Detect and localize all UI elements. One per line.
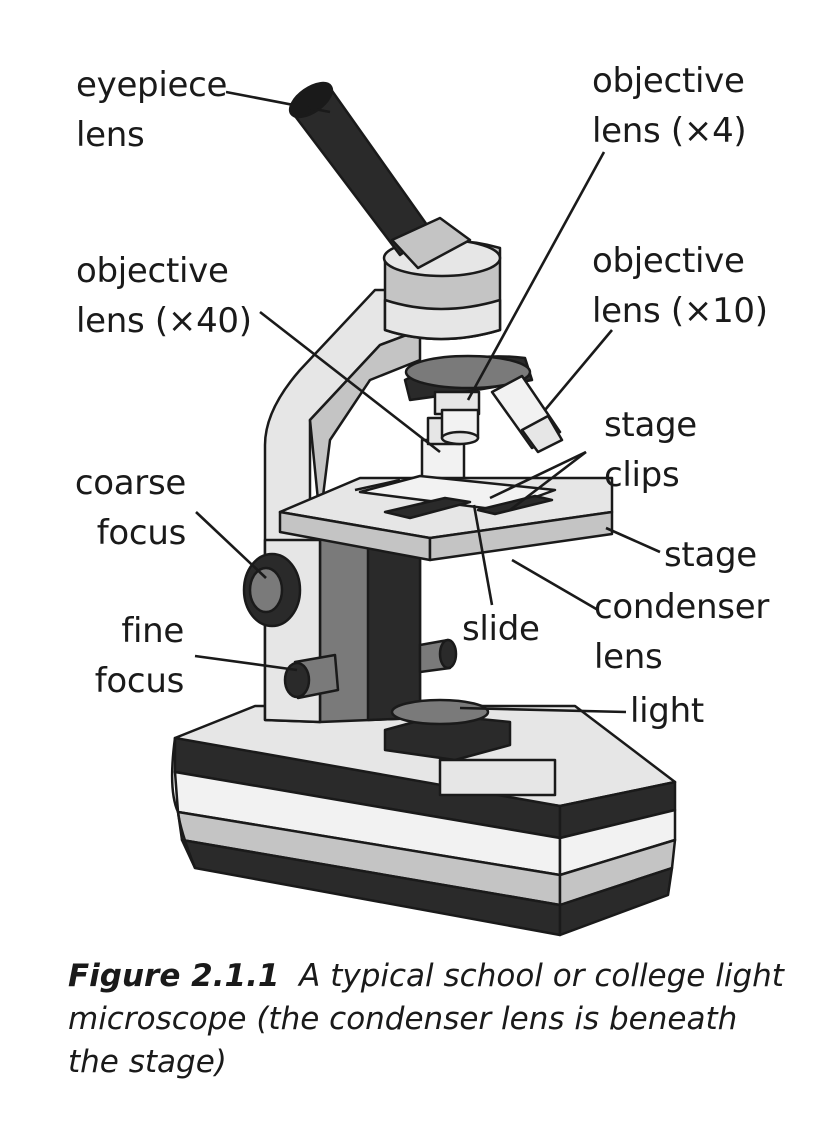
label-condenser-lens-line2: lens: [594, 637, 663, 677]
label-objective-x10-line2: lens (×10): [592, 291, 768, 331]
objective-x10-body: [490, 374, 564, 454]
figure-caption: Figure 2.1.1 A typical school or college…: [68, 955, 788, 1084]
label-stage-clips-line2: clips: [604, 455, 680, 495]
label-condenser-lens: condenser lens: [594, 582, 769, 682]
label-objective-x4-line2: lens (×4): [592, 111, 747, 151]
label-objective-x4: objective lens (×4): [592, 56, 747, 156]
label-fine-focus-line1: fine: [121, 611, 184, 651]
leader-lines: [194, 90, 661, 714]
stage: [278, 474, 614, 562]
label-objective-x40-line2: lens (×40): [76, 301, 252, 341]
label-stage-clips-line1: stage: [604, 405, 697, 445]
label-light-text: light: [630, 691, 704, 731]
label-condenser-lens-line1: condenser: [594, 587, 770, 627]
head: [382, 238, 502, 341]
eyepiece-tube: [288, 81, 472, 270]
label-objective-x40-line1: objective: [76, 251, 229, 291]
label-eyepiece-lens-line1: eyepiece: [76, 65, 228, 105]
label-eyepiece-lens-line2: lens: [76, 115, 145, 155]
label-objective-x40: objective lens (×40): [76, 246, 252, 346]
objective-x4-body: [433, 390, 481, 446]
label-slide: slide: [462, 604, 540, 654]
fine-focus-knob: [283, 638, 458, 700]
label-fine-focus: fine focus: [80, 606, 185, 706]
label-coarse-focus: coarse focus: [74, 458, 186, 558]
label-coarse-focus-line1: coarse: [74, 463, 186, 503]
label-stage: stage: [664, 530, 757, 580]
label-slide-text: slide: [462, 609, 540, 649]
label-stage-clips: stage clips: [604, 400, 697, 500]
microscope-figure: eyepiece lens objective lens (×4) object…: [74, 56, 769, 937]
label-fine-focus-line2: focus: [94, 661, 185, 701]
label-stage-text: stage: [664, 535, 757, 575]
label-coarse-focus-line2: focus: [96, 513, 187, 553]
caption-text: A typical school or college light micros…: [68, 958, 784, 1080]
label-objective-x10: objective lens (×10): [592, 236, 768, 336]
label-objective-x4-line1: objective: [592, 61, 745, 101]
revolving-nosepiece: [403, 354, 534, 402]
label-objective-x10-line1: objective: [592, 241, 745, 281]
label-light: light: [630, 686, 704, 736]
label-eyepiece-lens: eyepiece lens: [76, 60, 227, 160]
light-source: [383, 698, 557, 797]
caption-figure-number: Figure 2.1.1: [68, 958, 280, 994]
microscope-drawing: [170, 81, 677, 937]
